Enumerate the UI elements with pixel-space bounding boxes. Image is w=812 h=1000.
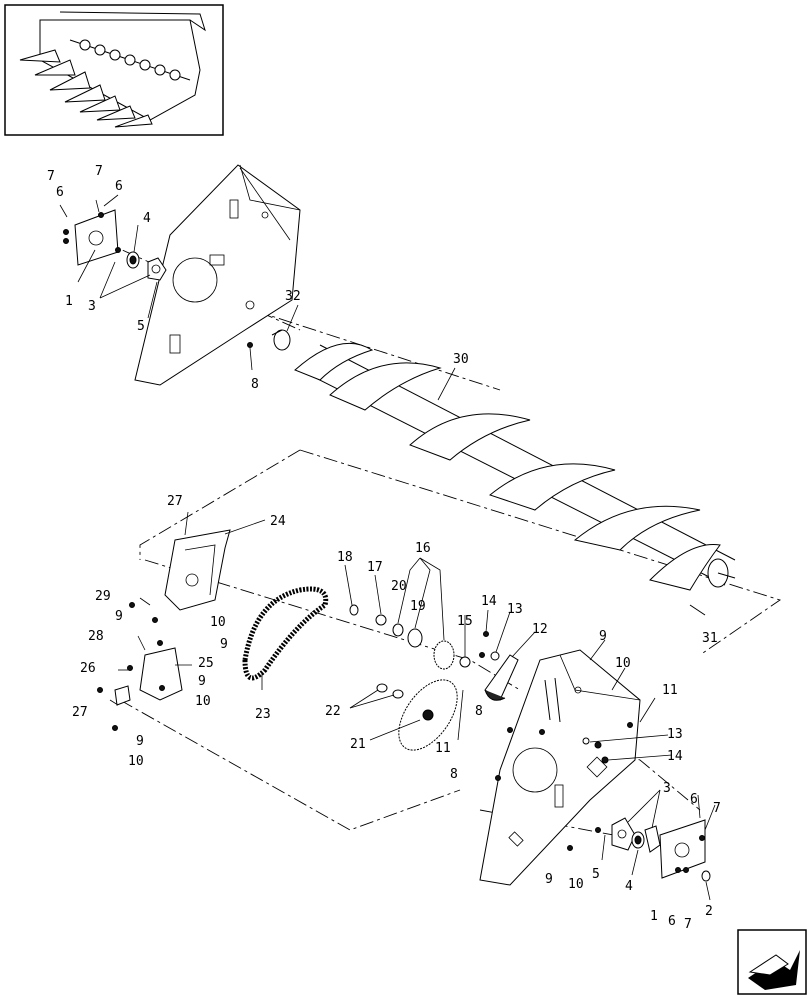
callout-7: 7	[713, 801, 721, 816]
combine-header-thumbnail-icon	[19, 11, 206, 128]
hub-parts	[349, 604, 500, 670]
callout-8: 8	[475, 704, 483, 719]
callout-11: 11	[662, 683, 678, 698]
callout-18: 18	[337, 550, 353, 565]
hardware-bolts	[97, 602, 633, 851]
callout-7: 7	[95, 164, 103, 179]
callout-1: 1	[65, 294, 73, 309]
callout-5: 5	[592, 867, 600, 882]
callout-6: 6	[690, 792, 698, 807]
callout-4: 4	[625, 879, 633, 894]
callout-14: 14	[481, 594, 497, 609]
large-sprocket	[398, 679, 458, 751]
callout-labels: 7 6 7 6 4 1 3 5 8 32 30 27 24 29 9 10 28…	[47, 164, 721, 932]
bearing-plate-lower	[659, 819, 706, 879]
callout-9: 9	[220, 637, 228, 652]
drive-guard-lower	[114, 647, 183, 706]
callout-13: 13	[507, 602, 523, 617]
bearing-upper	[126, 251, 140, 269]
callout-7: 7	[684, 917, 692, 932]
callout-15: 15	[457, 614, 473, 629]
callout-9: 9	[136, 734, 144, 749]
callout-19: 19	[410, 599, 426, 614]
idler-arm	[484, 654, 519, 701]
callout-7: 7	[47, 169, 55, 184]
navigation-button[interactable]	[737, 929, 807, 995]
snap-ring	[701, 870, 711, 882]
callout-6: 6	[115, 179, 123, 194]
callout-25: 25	[198, 656, 214, 671]
arrow-nav-icon	[748, 950, 800, 990]
callout-6: 6	[668, 914, 676, 929]
callout-24: 24	[270, 514, 286, 529]
callout-3: 3	[88, 299, 96, 314]
callout-32: 32	[285, 289, 301, 304]
callout-10: 10	[568, 877, 584, 892]
callout-13: 13	[667, 727, 683, 742]
leader-lines	[59, 194, 716, 901]
bolt-upper	[247, 342, 253, 348]
upper-side-sheet	[134, 164, 301, 386]
flange-upper	[147, 257, 167, 281]
header-thumbnail[interactable]	[4, 4, 224, 136]
auger-flights	[79, 39, 181, 81]
callout-27: 27	[72, 705, 88, 720]
callout-16: 16	[415, 541, 431, 556]
callout-11: 11	[435, 741, 451, 756]
callout-27: 27	[167, 494, 183, 509]
callout-12: 12	[532, 622, 548, 637]
callout-8: 8	[251, 377, 259, 392]
callout-26: 26	[80, 661, 96, 676]
drive-guard-upper	[164, 529, 231, 611]
callout-9: 9	[198, 674, 206, 689]
callout-10: 10	[195, 694, 211, 709]
drive-chain	[242, 586, 329, 681]
auger-assembly	[294, 342, 736, 591]
header-snouts	[19, 49, 153, 128]
callout-5: 5	[137, 319, 145, 334]
callout-14: 14	[667, 749, 683, 764]
callout-3: 3	[663, 781, 671, 796]
callout-10: 10	[615, 656, 631, 671]
callout-9: 9	[115, 609, 123, 624]
callout-10: 10	[128, 754, 144, 769]
callout-9: 9	[545, 872, 553, 887]
flange-lower	[611, 817, 636, 851]
spacer-tube	[271, 329, 291, 351]
callout-17: 17	[367, 560, 383, 575]
callout-6: 6	[56, 185, 64, 200]
callout-28: 28	[88, 629, 104, 644]
callout-20: 20	[391, 579, 407, 594]
callout-23: 23	[255, 707, 271, 722]
auger-bolt	[689, 604, 706, 616]
callout-31: 31	[702, 631, 718, 646]
callout-9: 9	[599, 629, 607, 644]
callout-22: 22	[325, 704, 341, 719]
callout-1: 1	[650, 909, 658, 924]
bearing-plate-upper	[63, 209, 121, 266]
bearing-lower	[631, 831, 645, 849]
callout-8: 8	[450, 767, 458, 782]
flange-lower-2	[644, 825, 661, 853]
lower-side-sheet	[479, 649, 641, 886]
washers-22	[376, 683, 404, 699]
callout-21: 21	[350, 737, 366, 752]
callout-4: 4	[143, 211, 151, 226]
callout-2: 2	[705, 904, 713, 919]
callout-10: 10	[210, 615, 226, 630]
callout-30: 30	[453, 352, 469, 367]
callout-29: 29	[95, 589, 111, 604]
